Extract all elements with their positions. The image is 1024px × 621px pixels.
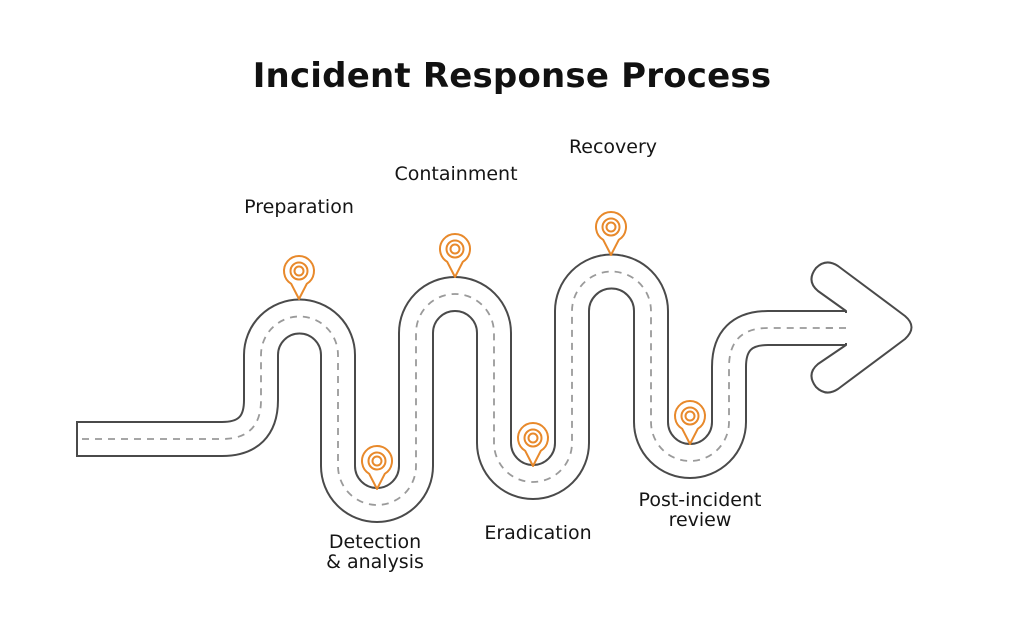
- step-label-line: Detection: [328, 531, 422, 553]
- step-pins: [283, 211, 706, 490]
- pin-ring: [371, 455, 383, 467]
- step-label: Eradication: [484, 523, 591, 543]
- location-pin-icon: [361, 445, 393, 490]
- step-label: Containment: [394, 164, 517, 184]
- location-pin-icon: [283, 255, 315, 300]
- pin-ring: [601, 217, 621, 237]
- diagram-title: Incident Response Process: [252, 56, 772, 96]
- location-pin-icon: [517, 422, 549, 467]
- pin-ring: [289, 261, 309, 281]
- step-label: Detection& analysis: [326, 532, 424, 572]
- road-surface: [76, 255, 847, 521]
- step-label-line: Recovery: [568, 136, 658, 158]
- arrow-right-icon: [810, 261, 913, 394]
- pin-ring: [445, 239, 465, 259]
- location-pin-icon: [674, 400, 706, 445]
- pin-ring: [684, 410, 696, 422]
- arrowhead: [810, 261, 913, 394]
- pin-ring: [527, 432, 539, 444]
- step-label-line: review: [668, 509, 732, 531]
- pin-ring: [367, 451, 387, 471]
- step-label-line: Containment: [394, 163, 518, 185]
- step-label-line: Eradication: [484, 522, 592, 544]
- road-center-dashes: [82, 270, 846, 506]
- step-label-line: Preparation: [244, 196, 354, 218]
- pin-ring: [680, 406, 700, 426]
- pin-ring: [293, 265, 305, 277]
- pin-ring: [605, 221, 617, 233]
- location-pin-icon: [595, 211, 627, 256]
- pin-ring: [523, 428, 543, 448]
- step-label: Recovery: [569, 137, 657, 157]
- step-label-line: Post-incident: [638, 489, 762, 511]
- pin-ring: [449, 243, 461, 255]
- step-label-line: & analysis: [326, 551, 424, 573]
- step-label: Preparation: [244, 197, 354, 217]
- location-pin-icon: [439, 233, 471, 278]
- winding-road: [76, 253, 847, 523]
